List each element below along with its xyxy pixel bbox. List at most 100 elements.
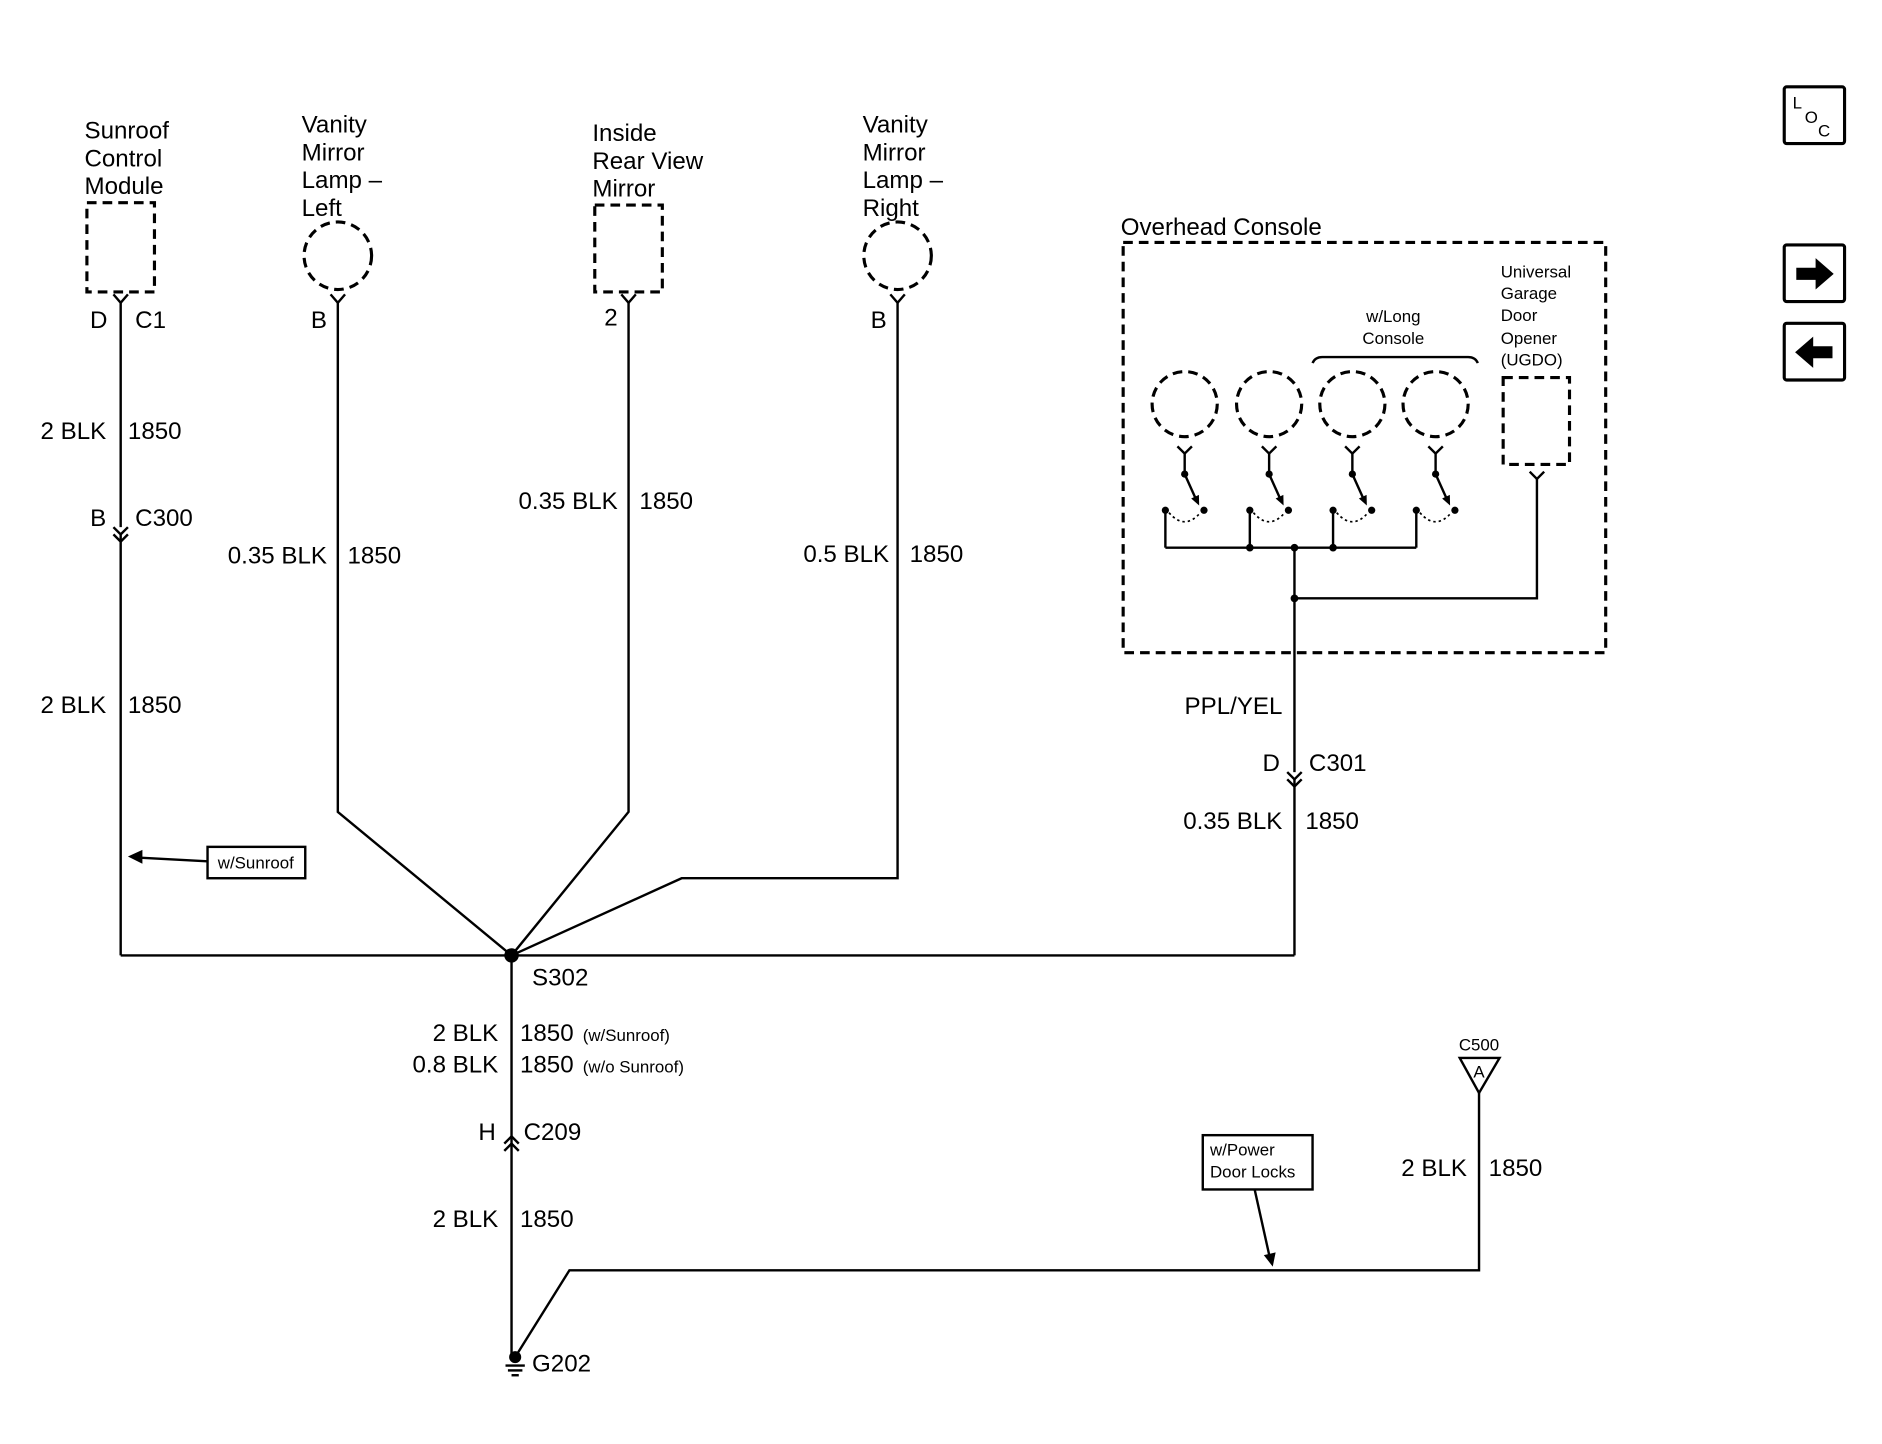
switch-travel-arc [1336, 512, 1369, 523]
option-note-sunroof: w/Sunroof [127, 845, 307, 880]
wire-circuit: 1850 [1305, 808, 1359, 835]
switch-arm [1351, 473, 1365, 499]
pin-label: D [90, 307, 107, 334]
previous-page-button[interactable] [1782, 321, 1847, 382]
wire-size-color: 2 BLK [433, 1020, 499, 1047]
connector-symbol [620, 293, 637, 305]
junction-dot [1329, 543, 1337, 552]
switch-arrowhead [1358, 494, 1367, 506]
wire-option: (w/Sunroof) [583, 1026, 670, 1045]
component-label: Module [84, 173, 163, 200]
wire-circuit: 1850 [347, 542, 401, 569]
component-label: Control [84, 145, 162, 172]
ugdo-label: Garage [1501, 284, 1557, 303]
wire-mirror [510, 302, 630, 957]
component-label: Inside [592, 120, 656, 147]
splice-label: S302 [532, 965, 588, 992]
switch-travel-arc [1252, 512, 1286, 523]
wire-circuit: 1850 [520, 1051, 574, 1078]
console-lamp-4 [1401, 369, 1470, 548]
ugdo-label: (UGDO) [1501, 351, 1563, 370]
switch-arm [1268, 473, 1282, 499]
connector-symbol [503, 1134, 520, 1145]
button-frame[interactable] [1782, 85, 1847, 146]
wire-size-color: 2 BLK [41, 692, 107, 719]
switch-contact [1284, 506, 1293, 514]
overhead-console: Overhead Console w/Long Console Universa… [1121, 214, 1608, 655]
wire-circuit: 1850 [520, 1206, 574, 1233]
wire-size-color: 0.35 BLK [518, 488, 617, 515]
ground-g202: G202 [505, 1351, 591, 1378]
note-text: Door Locks [1210, 1162, 1295, 1181]
arrowhead [1263, 1252, 1276, 1267]
component-label: Sunroof [84, 118, 169, 145]
pin-label: B [311, 307, 327, 334]
connector-c209: H C209 [478, 1119, 582, 1152]
arrowhead [127, 849, 143, 864]
wire-circuit: 1850 [128, 692, 182, 719]
wire-circuit: 1850 [128, 418, 182, 445]
switch-travel-arc [1419, 512, 1452, 523]
loc-letter: L [1793, 94, 1802, 113]
sunroof-control-module: Sunroof Control Module D C1 [84, 118, 169, 334]
switch-arm [1434, 473, 1448, 499]
console-lamp-1 [1150, 369, 1219, 548]
note-arrow [1253, 1189, 1271, 1255]
vanity-mirror-lamp-left: Vanity Mirror Lamp – Left B [302, 112, 383, 334]
wire-circuit: 1850 [910, 541, 964, 568]
connector-triangle [1457, 1056, 1502, 1096]
right-arrow-icon [1796, 258, 1834, 290]
wire-option: (w/o Sunroof) [583, 1057, 684, 1076]
note-box [206, 845, 307, 880]
connector-symbol [112, 526, 129, 537]
connector-label: C1 [135, 307, 166, 334]
wire-lamp-left [336, 302, 513, 957]
switch-arrowhead [1191, 494, 1200, 506]
component-label: Mirror [592, 176, 655, 203]
component-label: Left [302, 195, 343, 222]
switch-contact [1451, 506, 1459, 514]
lamp-outline [862, 220, 933, 292]
switch-travel-arc [1168, 512, 1202, 523]
connector-label: C300 [135, 505, 193, 532]
ugdo-label: Opener [1501, 329, 1558, 348]
connector-symbol [1261, 445, 1278, 456]
lamp-outline [1318, 369, 1387, 439]
component-outline [593, 203, 664, 294]
wire-size-color: 0.8 BLK [412, 1051, 498, 1078]
wire-size-color: 2 BLK [433, 1206, 499, 1233]
note-text: w/Power [1209, 1141, 1275, 1160]
switch-arrowhead [1275, 494, 1284, 506]
wire-c500-to-ground [514, 1091, 1481, 1358]
component-label: Rear View [592, 148, 703, 175]
long-console-label: w/Long [1365, 307, 1420, 326]
inside-rear-view-mirror: Inside Rear View Mirror 2 [592, 120, 703, 332]
location-button[interactable]: L O C [1782, 85, 1847, 146]
note-arrow [139, 856, 208, 863]
long-console-bracket [1311, 355, 1479, 364]
connector-c301: D C301 [1263, 750, 1367, 789]
wire-size-color: 2 BLK [1401, 1155, 1467, 1182]
wire-circuit: 1850 [639, 488, 693, 515]
component-outline [85, 201, 157, 294]
loc-letter: O [1805, 108, 1818, 127]
note-box [1201, 1133, 1314, 1191]
next-page-button[interactable] [1782, 243, 1847, 304]
lamp-outline [1401, 369, 1470, 439]
connector-symbol [1286, 771, 1303, 782]
wire-ugdo-ground [1294, 478, 1539, 600]
ugdo-label: Door [1501, 306, 1538, 325]
switch-arm [1183, 473, 1197, 499]
connector-c500: C500 A [1457, 1036, 1502, 1096]
loc-letter: C [1818, 121, 1830, 140]
switch-contact [1368, 506, 1376, 514]
pin-label: B [871, 307, 887, 334]
ground-label: G202 [532, 1351, 591, 1378]
long-console-label: Console [1362, 329, 1424, 348]
pin-label: B [90, 505, 106, 532]
wire-circuit: 1850 [1489, 1155, 1543, 1182]
junction-dot [1245, 543, 1254, 552]
pin-label: 2 [604, 305, 617, 332]
connector-label: C209 [524, 1119, 582, 1146]
